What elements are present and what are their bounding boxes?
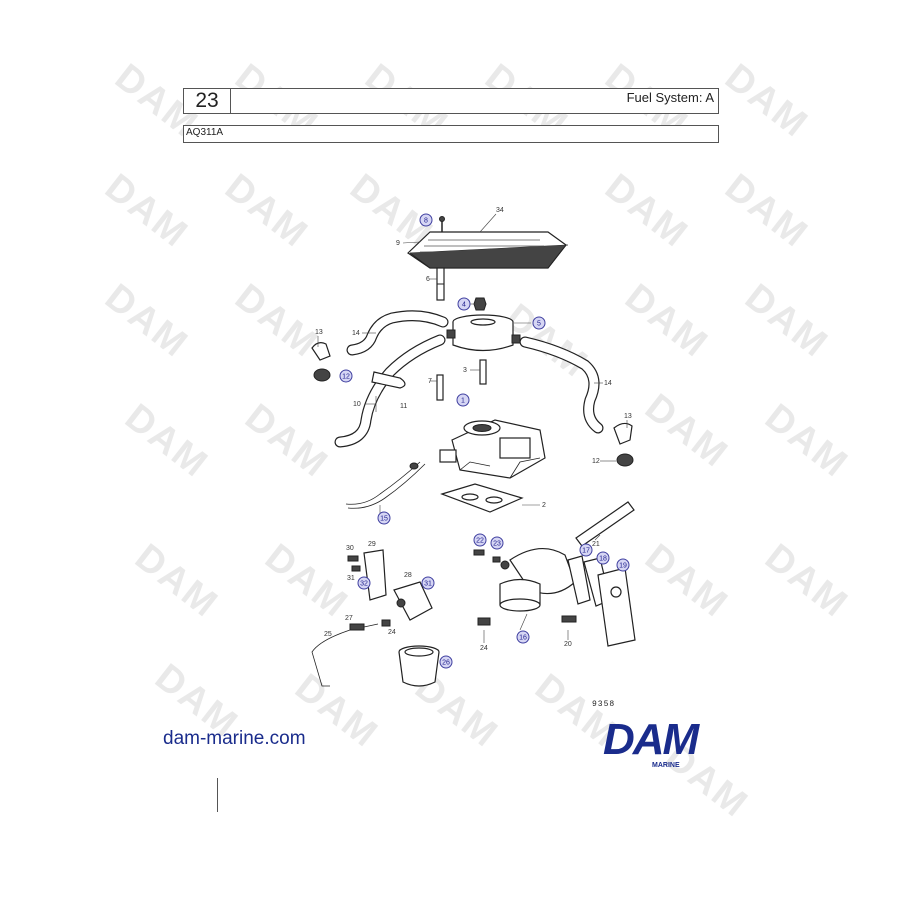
model-bar: AQ311A — [183, 125, 719, 143]
fuel-line — [345, 461, 421, 505]
svg-text:4: 4 — [462, 302, 466, 309]
figure-number: 9358 — [592, 700, 616, 709]
part-label: 27 — [345, 615, 353, 622]
part-label: 29 — [368, 541, 376, 548]
svg-text:19: 19 — [619, 563, 627, 570]
svg-text:12: 12 — [342, 374, 350, 381]
stud — [479, 359, 487, 385]
callout-12: 12 — [339, 369, 353, 383]
elbow-fitting — [311, 342, 331, 361]
dam-logo: DAM — [603, 715, 699, 764]
callout-1: 1 — [456, 393, 470, 407]
part-label: 14 — [604, 380, 612, 387]
svg-text:1: 1 — [461, 398, 465, 405]
circled-callouts: 8 4 5 12 1 15 12 22 23 17 18 19 32 31 16… — [339, 213, 630, 669]
carburetor — [439, 419, 546, 479]
carb-adapter — [446, 314, 521, 352]
part-label: 11 — [400, 403, 407, 410]
part-label: 20 — [564, 641, 572, 648]
svg-text:15: 15 — [380, 516, 388, 523]
screw-head — [439, 216, 445, 222]
callout-22: 22 — [473, 533, 487, 547]
svg-text:23: 23 — [493, 541, 501, 548]
svg-text:26: 26 — [442, 660, 450, 667]
part-label: 31 — [347, 575, 355, 582]
part-label: 9 — [396, 240, 400, 247]
part-label: 14 — [352, 330, 360, 337]
callout-32: 32 — [357, 576, 371, 590]
flame-arrester-cover — [407, 231, 569, 269]
part-label: 2 — [542, 502, 546, 509]
callout-12: 12 — [592, 458, 600, 465]
svg-text:22: 22 — [476, 538, 484, 545]
svg-text:18: 18 — [599, 556, 607, 563]
part-label: 13 — [624, 413, 632, 420]
part-number-labels: 34 9 6 13 14 3 7 10 11 14 13 2 21 30 29 … — [315, 207, 632, 652]
callout-17: 17 — [579, 543, 593, 557]
callout-23: 23 — [490, 536, 504, 550]
website-link[interactable]: dam-marine.com — [163, 728, 306, 749]
callout-5: 5 — [532, 316, 546, 330]
callout-26: 26 — [439, 655, 453, 669]
part-label: 13 — [315, 329, 323, 336]
svg-text:12: 12 — [592, 458, 600, 465]
callout-18: 18 — [596, 551, 610, 565]
nut — [473, 297, 487, 311]
part-label: 25 — [324, 631, 332, 638]
part-label: 7 — [428, 378, 432, 385]
part-label: 24 — [388, 629, 396, 636]
part-label: 21 — [592, 541, 600, 548]
part-label: 30 — [346, 545, 354, 552]
dam-logo-subtext: MARINE — [652, 762, 680, 769]
part-label: 28 — [404, 572, 412, 579]
part-label: 24 — [480, 645, 488, 652]
grommet — [616, 453, 634, 467]
model-label: AQ311A — [186, 127, 224, 138]
part-label: 3 — [463, 367, 467, 374]
hose-clamp — [371, 371, 406, 389]
callout-16: 16 — [516, 630, 530, 644]
divider-line — [217, 778, 218, 812]
callout-31: 31 — [421, 576, 435, 590]
crankcase-vent-hoses — [334, 310, 604, 448]
page-number: 23 — [184, 89, 231, 113]
callout-15: 15 — [377, 511, 391, 525]
part-label: 10 — [353, 401, 361, 408]
svg-text:17: 17 — [582, 548, 590, 555]
part-label: 6 — [426, 276, 430, 283]
callout-8: 8 — [419, 213, 433, 227]
svg-text:31: 31 — [424, 581, 432, 588]
svg-text:5: 5 — [537, 321, 541, 328]
fuel-pipe — [311, 623, 379, 687]
fuel-pump — [499, 548, 576, 612]
fuel-pump-gaskets — [567, 555, 636, 647]
part-label: 34 — [496, 207, 504, 214]
callout-4: 4 — [457, 297, 471, 311]
svg-text:8: 8 — [424, 218, 428, 225]
svg-text:32: 32 — [360, 581, 368, 588]
header-bar: 23 Fuel System: A — [183, 88, 719, 114]
svg-text:16: 16 — [519, 635, 527, 642]
fuel-filter-assembly — [363, 549, 440, 687]
carb-gasket — [440, 483, 524, 513]
callout-19: 19 — [616, 558, 630, 572]
fuel-pump-push-rod — [575, 501, 635, 547]
stud — [436, 374, 444, 401]
elbow-fitting — [613, 422, 633, 445]
page-title: Fuel System: A — [626, 90, 714, 105]
grommet — [313, 368, 331, 382]
